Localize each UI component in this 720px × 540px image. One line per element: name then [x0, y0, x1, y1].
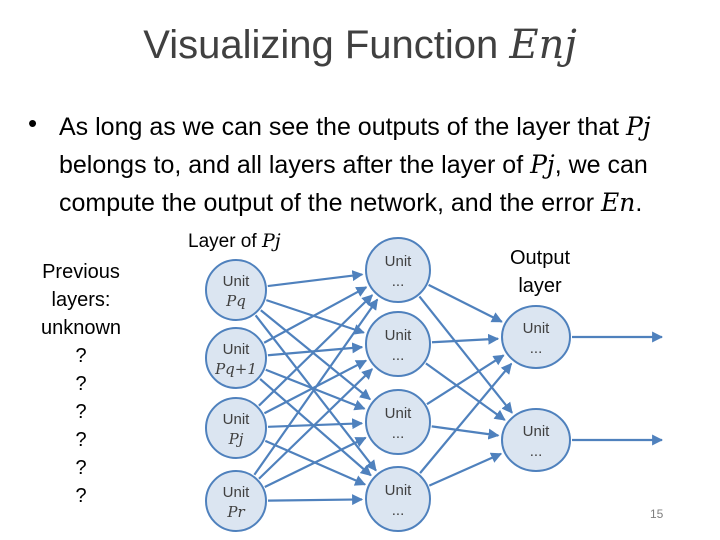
unit-circle [205, 470, 267, 532]
unit-sublabel: Pj [228, 430, 244, 448]
unit-circle [365, 389, 431, 455]
bullet-dot-icon: • [28, 108, 38, 138]
bullet-line-1: As long as we can see the outputs of the… [59, 108, 699, 146]
unit-sublabel: Pq [225, 292, 246, 310]
bullet-line-3-text: compute the output of the network, and t… [59, 189, 601, 217]
connection-edge [428, 283, 503, 323]
layer-label-text: Layer of [188, 231, 262, 252]
unit-sublabel: ... [530, 443, 543, 460]
output-label-line-2: layer [518, 275, 562, 297]
unknown-mark: ? [75, 373, 87, 395]
bullet-text: As long as we can see the outputs of the… [59, 108, 699, 222]
bullet-line-1-math: Pj [626, 112, 651, 141]
unit-label: Unit [385, 253, 413, 270]
connection-edge [264, 436, 367, 488]
unit-circle [501, 408, 571, 472]
connection-edge [260, 309, 371, 401]
unit-node-output: Unit... [501, 305, 571, 369]
unit-node-hidden: Unit... [365, 389, 431, 455]
previous-label-line-2: layers: [51, 289, 111, 311]
unit-node-hidden: Unit... [365, 311, 431, 377]
connection-edge [267, 270, 364, 288]
layer-of-pj-label: Layer of Pj [188, 230, 281, 253]
slide-title: Visualizing Function Enj [0, 22, 720, 68]
unit-sublabel: ... [392, 347, 405, 364]
unit-circle [205, 327, 267, 389]
connection-edge [263, 286, 368, 344]
unit-label: Unit [385, 405, 413, 422]
unit-sublabel: ... [392, 502, 405, 519]
connection-edge [431, 425, 500, 440]
title-text: Visualizing Function [143, 23, 499, 67]
unknown-mark: ? [75, 429, 87, 451]
unit-label: Unit [385, 482, 413, 499]
unit-sublabel: ... [392, 425, 405, 442]
unit-label: Unit [223, 341, 251, 358]
unit-label: Unit [523, 423, 551, 440]
title-math: Enj [509, 22, 577, 68]
bullet-line-1-text: As long as we can see the outputs of the… [59, 113, 627, 141]
connection-edge [425, 362, 506, 421]
connection-edge [418, 295, 513, 414]
connection-edge [267, 494, 364, 506]
connection-edge [419, 362, 513, 474]
unknown-mark: ? [75, 345, 87, 367]
edges-group [253, 270, 664, 506]
page-number: 15 [650, 507, 664, 521]
unit-circle [501, 305, 571, 369]
connection-edge [428, 452, 503, 487]
connection-edge [426, 354, 505, 406]
unit-node-hidden: Unit... [365, 466, 431, 532]
unit-circle [365, 311, 431, 377]
unit-label: Unit [523, 320, 551, 337]
unit-circle [205, 259, 267, 321]
output-layer-label: Output layer [490, 244, 590, 300]
connection-edge [266, 299, 365, 335]
bullet-line-3-math: En [601, 188, 636, 217]
unit-circle [365, 237, 431, 303]
connection-edge [253, 298, 379, 476]
nodes-group: UnitPqUnitPq+1UnitPjUnitPrUnit...Unit...… [205, 237, 571, 532]
layer-label-math: Pj [261, 230, 281, 252]
output-label-line-1: Output [509, 247, 571, 269]
connection-edge [258, 294, 374, 407]
unit-sublabel: ... [530, 340, 543, 357]
unknown-mark: ? [75, 457, 87, 479]
unknown-mark: ? [75, 401, 87, 423]
unit-label: Unit [223, 411, 251, 428]
bullet-line-2-math: Pj [530, 150, 555, 179]
unit-node-hidden: Unit... [365, 237, 431, 303]
previous-layers-label: Previous layers: unknown ? ? ? ? ? ? [22, 258, 140, 510]
bullet-line-2: belongs to, and all layers after the lay… [59, 146, 699, 184]
unit-sublabel: Pr [226, 503, 245, 521]
unit-label: Unit [223, 273, 251, 290]
connection-edge [431, 333, 500, 345]
bullet-line-3-tail: . [635, 189, 643, 217]
previous-label-line-1: Previous [42, 261, 120, 283]
unit-label: Unit [223, 484, 251, 501]
connection-edge [258, 368, 373, 480]
unit-circle [205, 397, 267, 459]
bullet-line-2-text: belongs to, and all layers after the lay… [59, 151, 531, 179]
unit-label: Unit [385, 327, 413, 344]
bullet-line-3: compute the output of the network, and t… [59, 184, 699, 222]
unit-node-output: Unit... [501, 408, 571, 472]
unit-sublabel: ... [392, 273, 405, 290]
bullet-line-2-tail: , we can [554, 151, 648, 179]
previous-label-line-3: unknown [40, 317, 122, 339]
unit-circle [365, 466, 431, 532]
unit-sublabel: Pq+1 [214, 360, 257, 378]
connection-edge [259, 378, 372, 477]
unknown-mark: ? [75, 485, 87, 507]
